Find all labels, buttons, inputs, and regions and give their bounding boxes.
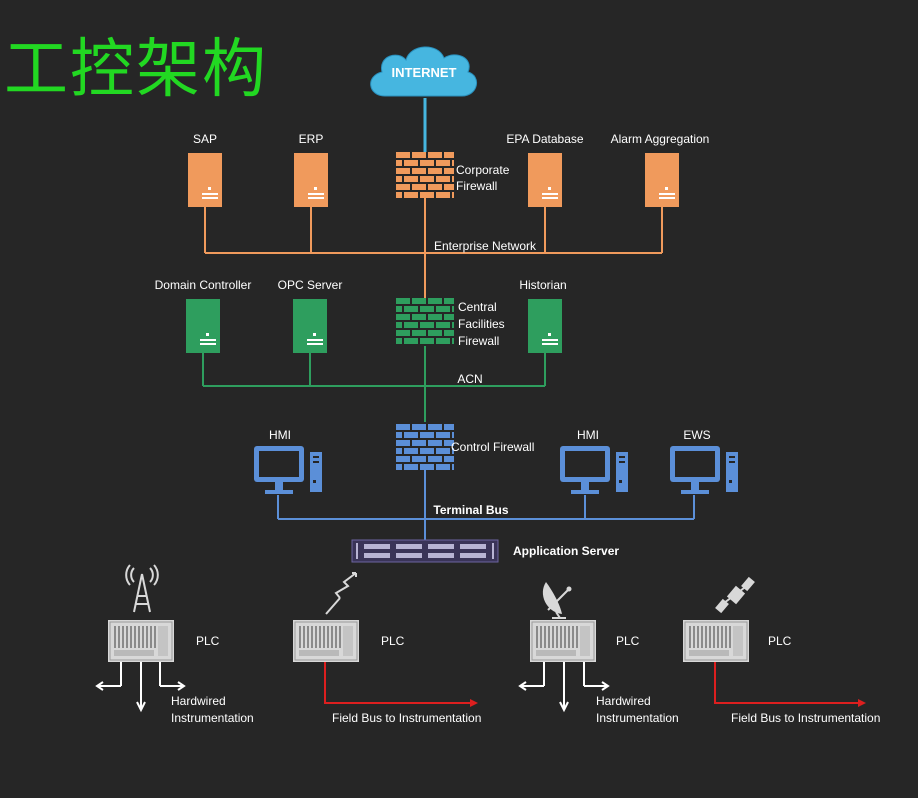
firewall-icon bbox=[396, 152, 454, 198]
firewall-label-line-1: Central bbox=[458, 300, 497, 314]
io-label-line-1: Field Bus to Instrumentation bbox=[731, 711, 880, 725]
enterprise-network-label: Enterprise Network bbox=[434, 239, 537, 253]
server-icon bbox=[188, 153, 222, 207]
plc-icon bbox=[107, 619, 175, 663]
enterprise-network-lines bbox=[204, 198, 663, 298]
plc-label: PLC bbox=[381, 634, 405, 648]
firewall-label-line-1: Corporate bbox=[456, 163, 510, 177]
plc-icon bbox=[682, 619, 750, 663]
internet-cloud: INTERNET bbox=[370, 46, 477, 97]
field-bus-arrow bbox=[324, 662, 478, 707]
io-label-line-1: Field Bus to Instrumentation bbox=[332, 711, 481, 725]
terminal-bus-lines bbox=[277, 470, 695, 540]
hardwired-arrows bbox=[95, 662, 186, 713]
server-label-opc-server: OPC Server bbox=[278, 278, 343, 292]
plc-label: PLC bbox=[768, 634, 792, 648]
plc-icon bbox=[292, 619, 360, 663]
plc-unit: PLC Field Bus to Instrumentation bbox=[682, 576, 880, 725]
workstation-label-hmi: HMI bbox=[577, 428, 599, 442]
application-server: Application Server bbox=[351, 539, 619, 563]
wireless-signal-icon bbox=[325, 572, 357, 615]
acn-network-lines bbox=[202, 346, 546, 422]
computer-icon bbox=[254, 446, 322, 494]
acn-servers: Domain Controller OPC Server Historian bbox=[155, 278, 567, 353]
workstation-label-hmi: HMI bbox=[269, 428, 291, 442]
server-icon bbox=[528, 299, 562, 353]
server-label-alarm-aggregation: Alarm Aggregation bbox=[611, 132, 710, 146]
workstations: HMI HMI EWS bbox=[254, 428, 738, 494]
computer-icon bbox=[670, 446, 738, 494]
control-firewall-label: Control Firewall bbox=[451, 440, 534, 454]
field-bus-arrow bbox=[714, 662, 866, 707]
plc-unit: PLC Field Bus to Instrumentation bbox=[292, 572, 481, 725]
plc-icon bbox=[529, 619, 597, 663]
plc-unit: PLC Hardwired Instrumentation bbox=[518, 582, 679, 725]
plc-unit: PLC Hardwired Instrumentation bbox=[95, 564, 254, 725]
server-label-sap: SAP bbox=[193, 132, 217, 146]
satellite-dish-icon bbox=[542, 582, 572, 619]
computer-icon bbox=[560, 446, 628, 494]
server-label-domain-controller: Domain Controller bbox=[155, 278, 252, 292]
plc-label: PLC bbox=[616, 634, 640, 648]
control-firewall: Control Firewall bbox=[396, 424, 534, 470]
corporate-firewall: Corporate Firewall bbox=[396, 152, 510, 198]
io-label-line-2: Instrumentation bbox=[596, 711, 679, 725]
server-icon bbox=[528, 153, 562, 207]
enterprise-servers: SAP ERP EPA Database Alarm Aggregation bbox=[188, 132, 709, 207]
plc-label: PLC bbox=[196, 634, 220, 648]
rack-switch-icon bbox=[351, 539, 499, 563]
server-icon bbox=[186, 299, 220, 353]
terminal-bus-label: Terminal Bus bbox=[433, 503, 508, 517]
hardwired-arrows bbox=[518, 662, 610, 713]
io-label-line-1: Hardwired bbox=[596, 694, 651, 708]
page-title: 工控架构 bbox=[4, 33, 268, 107]
server-label-erp: ERP bbox=[299, 132, 324, 146]
workstation-label-ews: EWS bbox=[683, 428, 710, 442]
server-label-epa-database: EPA Database bbox=[506, 132, 583, 146]
firewall-label-line-2: Firewall bbox=[456, 179, 497, 193]
server-label-historian: Historian bbox=[519, 278, 566, 292]
firewall-label-line-2: Facilities bbox=[458, 317, 505, 331]
firewall-icon bbox=[396, 298, 454, 344]
firewall-label-line-3: Firewall bbox=[458, 334, 499, 348]
central-facilities-firewall: Central Facilities Firewall bbox=[396, 298, 505, 348]
io-label-line-2: Instrumentation bbox=[171, 711, 254, 725]
satellite-icon bbox=[715, 576, 755, 614]
server-icon bbox=[645, 153, 679, 207]
internet-label: INTERNET bbox=[392, 65, 457, 80]
server-icon bbox=[294, 153, 328, 207]
firewall-icon bbox=[396, 424, 454, 470]
server-icon bbox=[293, 299, 327, 353]
io-label-line-1: Hardwired bbox=[171, 694, 226, 708]
radio-tower-icon bbox=[125, 564, 159, 613]
acn-label: ACN bbox=[457, 372, 482, 386]
application-server-label: Application Server bbox=[513, 544, 619, 558]
